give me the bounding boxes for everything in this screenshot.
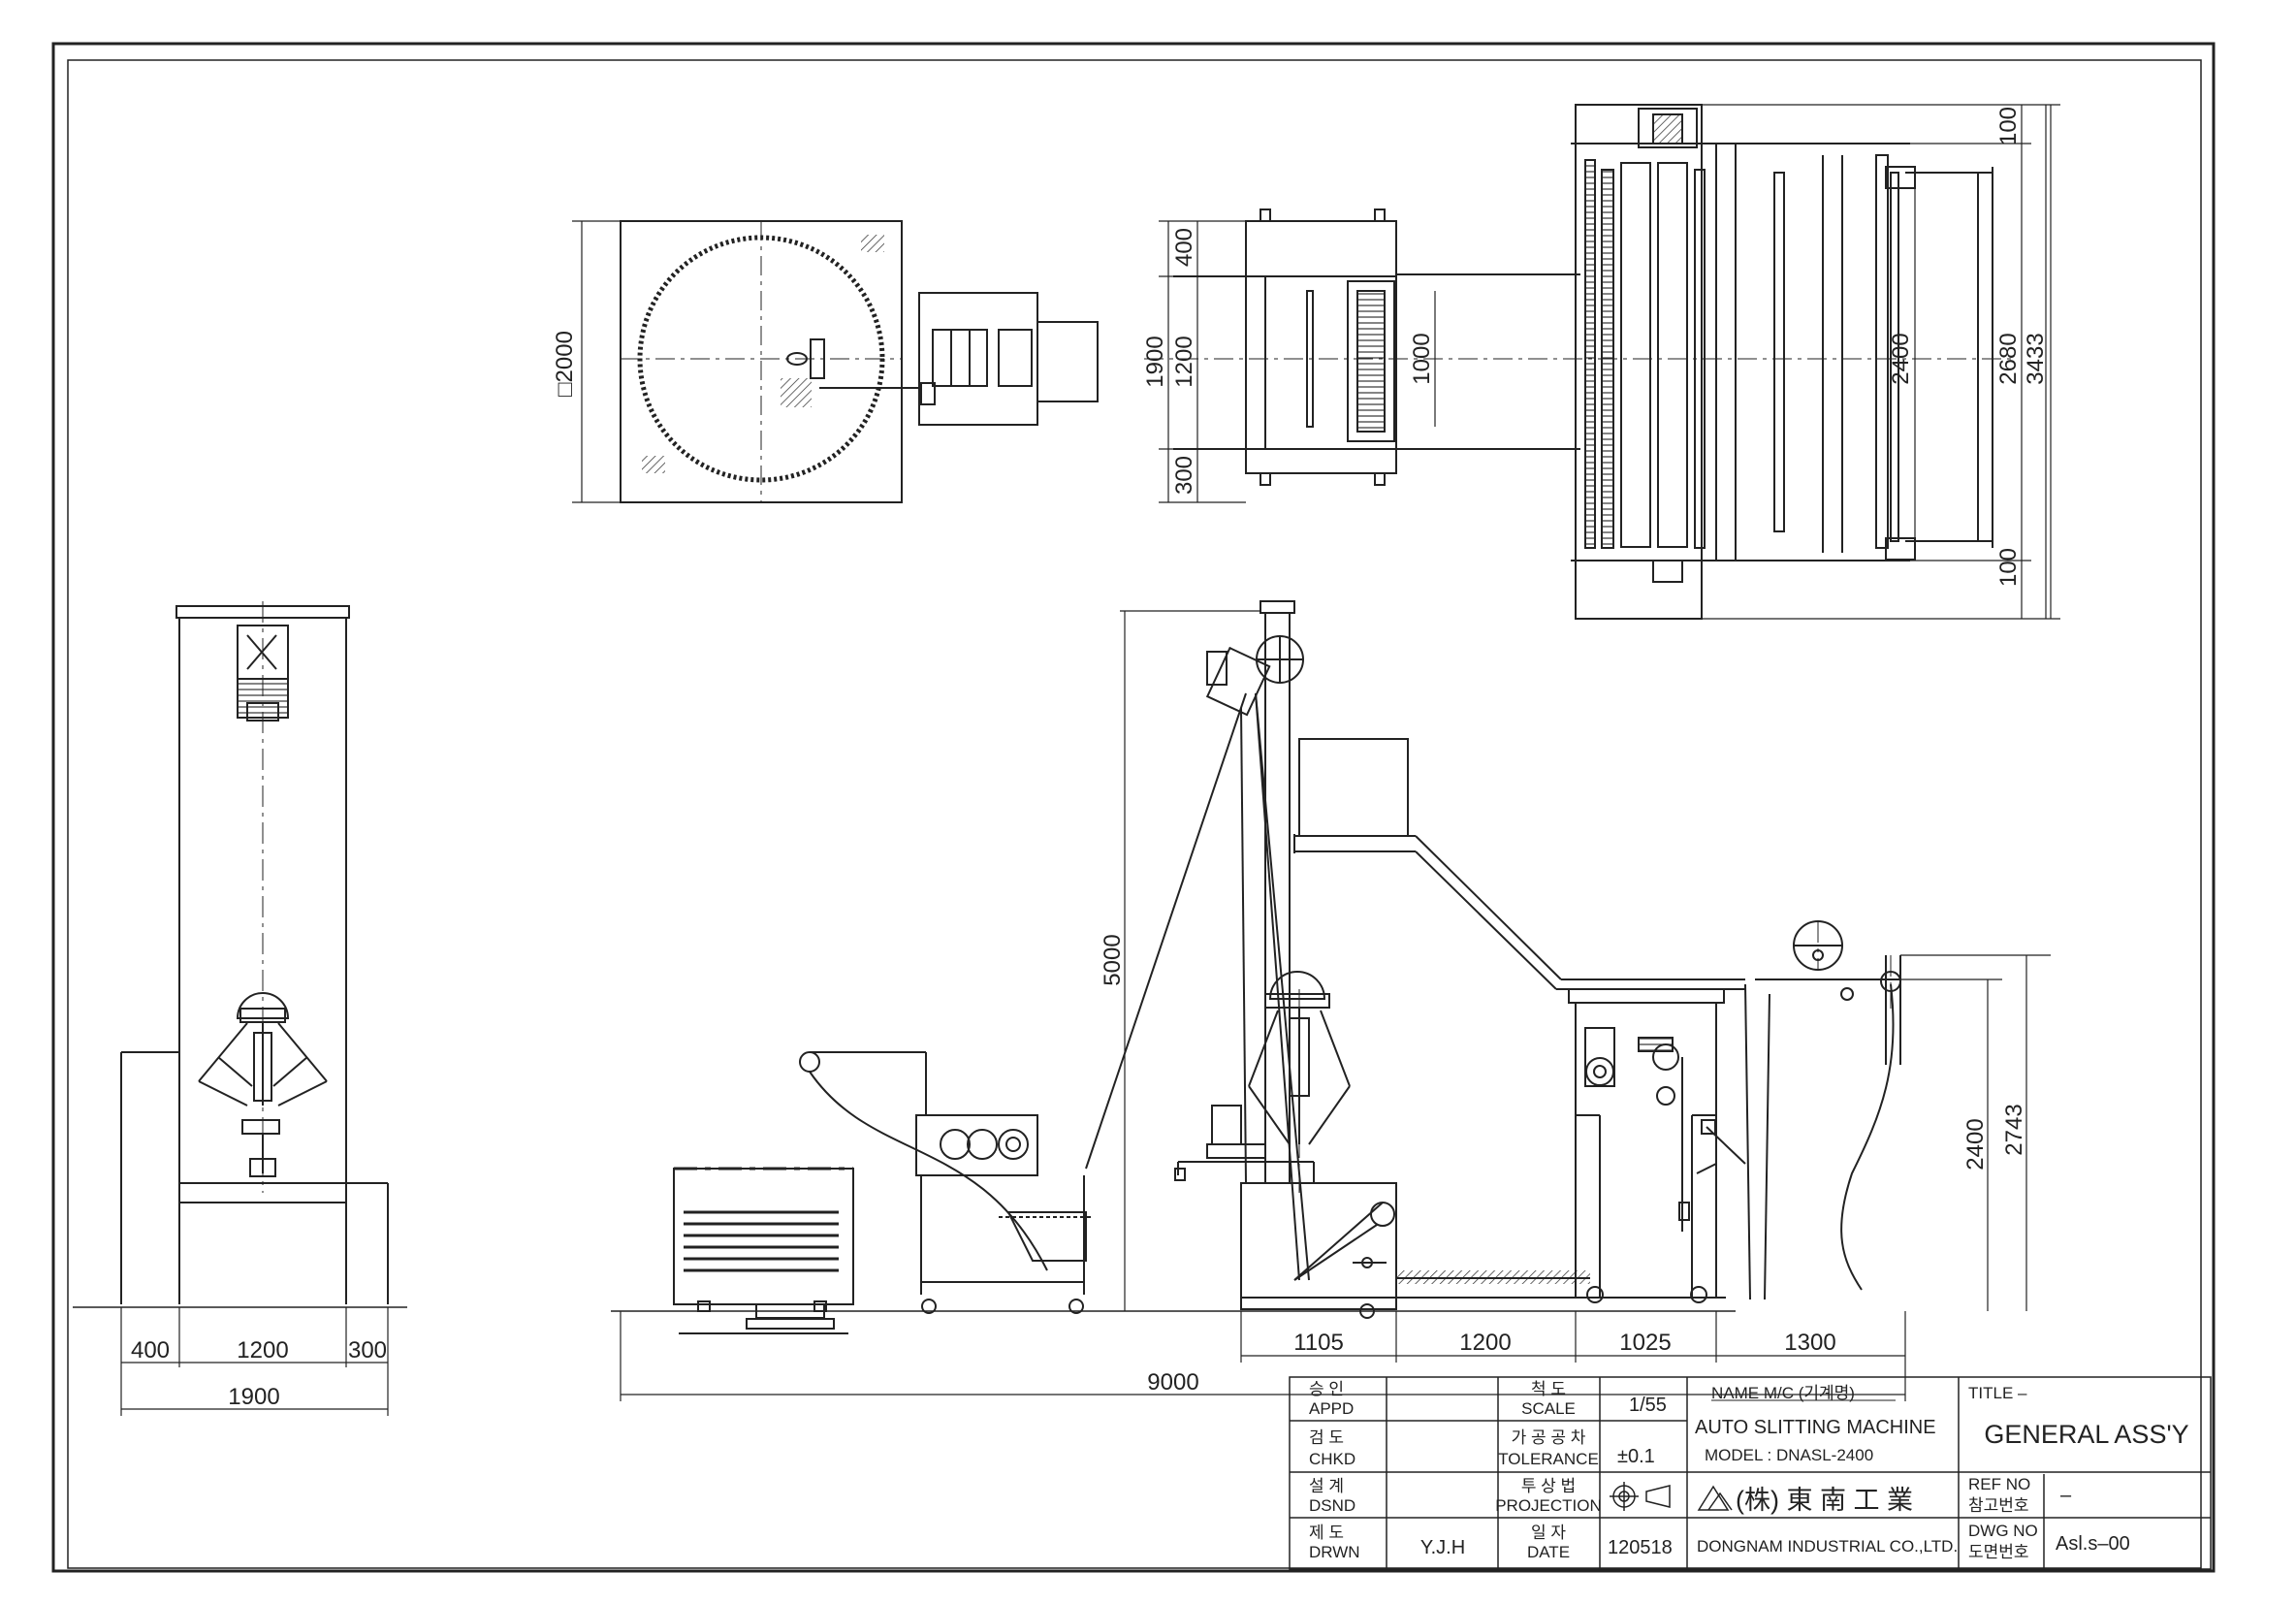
dwg-no-value: Asl.s–00 bbox=[2056, 1533, 2130, 1555]
appd-en: APPD bbox=[1309, 1399, 1354, 1418]
plan-view-turntable bbox=[620, 220, 1099, 503]
plan-view-turntable-dims bbox=[572, 220, 621, 503]
date-kr: 일 자 bbox=[1531, 1524, 1566, 1542]
plan-view-machine-dims bbox=[1159, 104, 2060, 620]
side-view-dims bbox=[73, 1306, 407, 1416]
tolerance-en: TOLERANCE bbox=[1498, 1450, 1599, 1468]
machine-name-label: NAME M/C (기계명) bbox=[1711, 1384, 1855, 1402]
company-name-kr: (株) 東 南 工 業 bbox=[1736, 1486, 1913, 1515]
front-view-centerline bbox=[1298, 921, 1892, 1193]
dim-1200-top: 1200 bbox=[1171, 336, 1197, 387]
drwn-en: DRWN bbox=[1309, 1543, 1360, 1561]
dim-1200-front: 1200 bbox=[1459, 1330, 1511, 1356]
title-label: TITLE – bbox=[1968, 1384, 2027, 1402]
ref-no-en: REF NO bbox=[1968, 1475, 2030, 1493]
ref-no-kr: 참고번호 bbox=[1968, 1496, 2029, 1515]
dim-100-top: 100 bbox=[1995, 107, 2022, 145]
front-view-feed-unit bbox=[799, 1051, 1091, 1314]
scale-en: SCALE bbox=[1521, 1399, 1576, 1418]
sheet-border bbox=[51, 42, 2216, 1573]
chkd-en: CHKD bbox=[1309, 1450, 1355, 1468]
dim-2743-front: 2743 bbox=[2001, 1104, 2027, 1155]
dim-1025-front: 1025 bbox=[1619, 1330, 1671, 1356]
dim-2400-front: 2400 bbox=[1962, 1118, 1989, 1170]
projection-kr: 투 상 법 bbox=[1521, 1477, 1576, 1495]
dim-100-bottom: 100 bbox=[1995, 548, 2022, 587]
dim-300-side: 300 bbox=[348, 1337, 387, 1363]
appd-kr: 승 인 bbox=[1309, 1380, 1344, 1398]
dim-2400-top: 2400 bbox=[1888, 333, 1914, 384]
ref-no-value: – bbox=[2060, 1485, 2072, 1506]
plan-view-machine bbox=[1173, 104, 1993, 620]
dim-1200-side: 1200 bbox=[237, 1337, 288, 1363]
front-view-dims bbox=[620, 610, 2051, 1401]
date-en: DATE bbox=[1527, 1543, 1570, 1561]
drawing-title: GENERAL ASS'Y bbox=[1984, 1420, 2188, 1449]
scale-kr: 척 도 bbox=[1531, 1380, 1566, 1398]
scale-value: 1/55 bbox=[1629, 1395, 1667, 1416]
company-logo-icon bbox=[1697, 1485, 1733, 1511]
date-value: 120518 bbox=[1608, 1537, 1673, 1558]
projection-en: PROJECTION bbox=[1495, 1496, 1602, 1515]
dim-1300-front: 1300 bbox=[1784, 1330, 1835, 1356]
front-view-platform bbox=[1293, 738, 1745, 990]
tolerance-kr: 가 공 공 차 bbox=[1512, 1428, 1586, 1447]
projection-symbol-icon bbox=[1610, 1482, 1671, 1511]
dsnd-en: DSND bbox=[1309, 1496, 1355, 1515]
dwg-no-en: DWG NO bbox=[1968, 1522, 2038, 1540]
dim-2680-top: 2680 bbox=[1995, 333, 2022, 384]
machine-name: AUTO SLITTING MACHINE bbox=[1695, 1417, 1936, 1438]
chkd-kr: 검 도 bbox=[1309, 1428, 1344, 1447]
dim-5000-front: 5000 bbox=[1100, 934, 1126, 985]
drwn-kr: 제 도 bbox=[1309, 1524, 1344, 1542]
front-view-batcher bbox=[673, 1167, 854, 1334]
dim-3433-top: 3433 bbox=[2023, 333, 2049, 384]
dim-9000-front: 9000 bbox=[1147, 1369, 1198, 1395]
dim-1105-front: 1105 bbox=[1293, 1330, 1344, 1356]
title-block-frame bbox=[1289, 1376, 2212, 1570]
dim-square-2000: □2000 bbox=[552, 331, 578, 397]
side-view-machine bbox=[120, 605, 389, 1304]
dim-400-side: 400 bbox=[131, 1337, 170, 1363]
front-view-main-frame bbox=[1240, 920, 1901, 1319]
dim-1900-top: 1900 bbox=[1142, 336, 1168, 387]
dim-400-top: 400 bbox=[1171, 228, 1197, 267]
machine-model: MODEL : DNASL-2400 bbox=[1705, 1446, 1873, 1464]
dim-1900-side: 1900 bbox=[228, 1384, 279, 1410]
dim-300-top: 300 bbox=[1171, 456, 1197, 495]
tolerance-value: ±0.1 bbox=[1617, 1446, 1655, 1467]
company-name-en: DONGNAM INDUSTRIAL CO.,LTD. bbox=[1697, 1537, 1958, 1556]
front-view-mast bbox=[1085, 600, 1351, 1281]
dim-1000-top: 1000 bbox=[1409, 333, 1435, 384]
drwn-value: Y.J.H bbox=[1420, 1537, 1465, 1558]
dsnd-kr: 설 계 bbox=[1309, 1477, 1344, 1495]
dwg-no-kr: 도면번호 bbox=[1968, 1543, 2029, 1561]
